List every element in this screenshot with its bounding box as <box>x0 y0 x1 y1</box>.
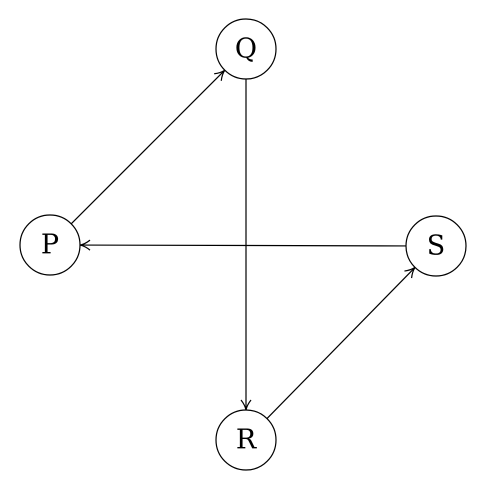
node-s-label: S <box>427 231 446 262</box>
node-p-label: P <box>41 230 59 261</box>
edge-r-to-s <box>266 266 416 419</box>
node-q: Q <box>215 18 277 80</box>
node-r-label: R <box>236 425 257 456</box>
edges-group <box>70 69 416 419</box>
edge-p-to-q <box>70 69 226 225</box>
edge-s-to-p <box>79 239 407 251</box>
node-q-label: Q <box>235 34 257 65</box>
node-r: R <box>215 409 277 471</box>
node-s: S <box>405 215 467 277</box>
node-p: P <box>19 214 81 276</box>
